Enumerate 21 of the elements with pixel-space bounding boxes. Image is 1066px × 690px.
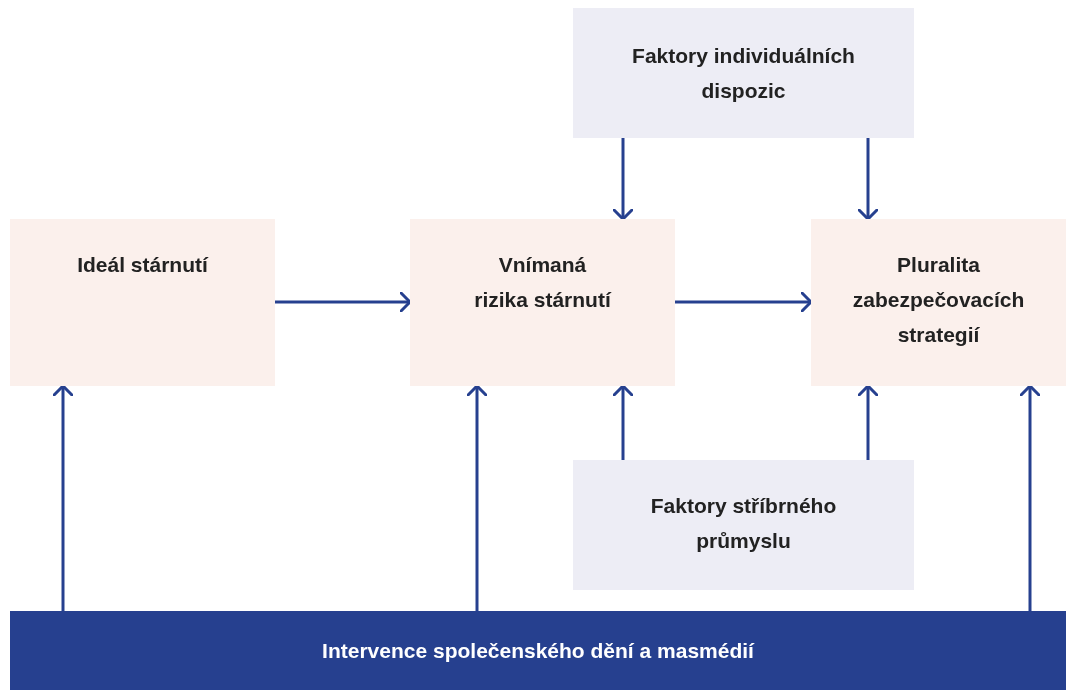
process-box bbox=[573, 460, 914, 590]
box-label: Pluralita zabezpečovacích strategií bbox=[851, 252, 1026, 348]
arrow bbox=[857, 384, 879, 460]
process-box bbox=[10, 219, 275, 386]
arrow bbox=[52, 384, 74, 611]
box-label: Intervence společenského dění a masmédií bbox=[322, 638, 754, 664]
process-box bbox=[811, 219, 1066, 386]
box-label: Vnímaná rizika stárnutí bbox=[473, 252, 613, 313]
box-label: Faktory stříbrného průmyslu bbox=[649, 493, 838, 554]
banner-box bbox=[10, 611, 1066, 690]
arrow bbox=[612, 138, 634, 221]
box-label: Faktory individuálních dispozic bbox=[631, 43, 856, 104]
arrow bbox=[857, 138, 879, 221]
arrow bbox=[1019, 384, 1041, 611]
process-box bbox=[573, 8, 914, 138]
process-box bbox=[410, 219, 675, 386]
arrow bbox=[275, 291, 412, 313]
arrow bbox=[612, 384, 634, 460]
arrow bbox=[675, 291, 813, 313]
arrow bbox=[466, 384, 488, 611]
box-label: Ideál stárnutí bbox=[77, 252, 208, 278]
